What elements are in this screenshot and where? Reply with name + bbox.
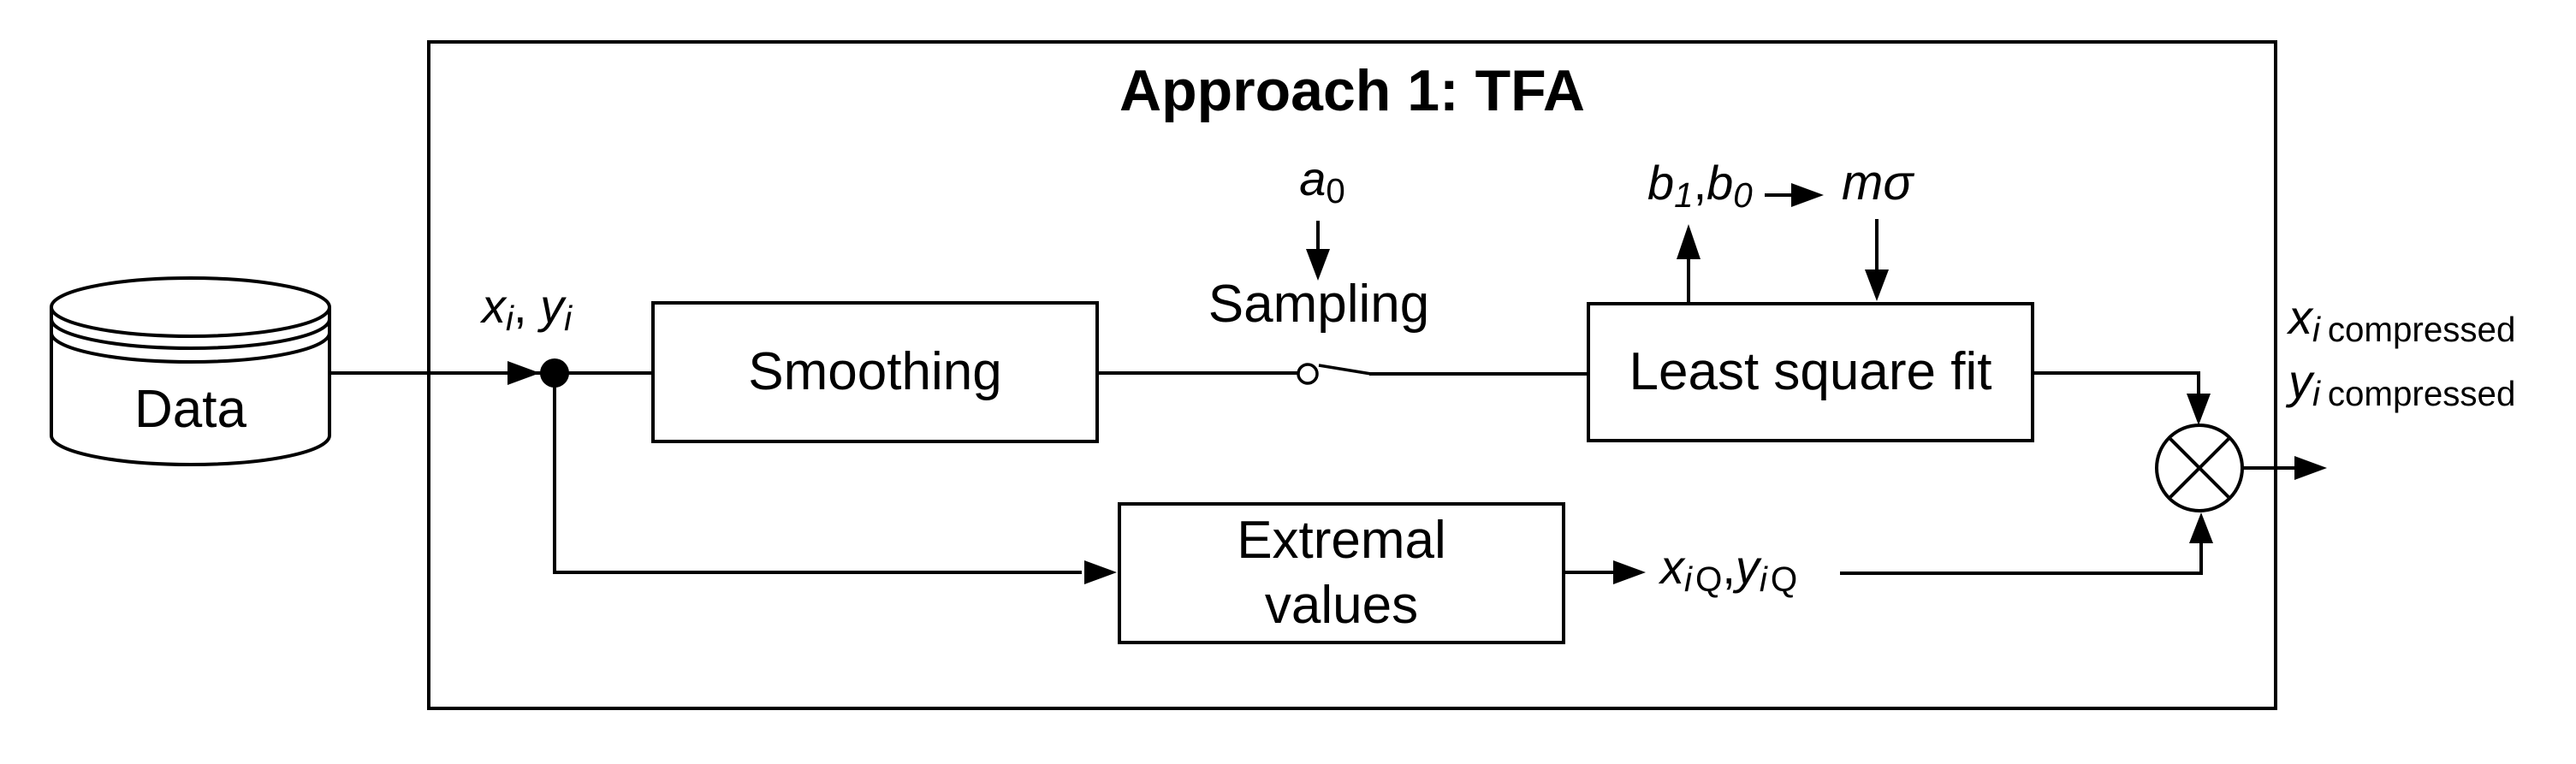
smoothing-label: Smoothing bbox=[748, 342, 1002, 402]
input-pair-label: xi, yi bbox=[482, 279, 573, 338]
arrowheads bbox=[507, 183, 2327, 584]
cylinder-disk-line-1 bbox=[50, 318, 331, 350]
output-y-sub-i: i bbox=[2312, 373, 2320, 413]
input-comma: , bbox=[513, 279, 541, 333]
q-x-sub-q: Q bbox=[1695, 559, 1723, 599]
cylinder-body bbox=[50, 307, 331, 466]
q-comma: , bbox=[1722, 540, 1736, 594]
switch-lever-line bbox=[1318, 364, 1372, 376]
sampling-switch-contact bbox=[1297, 363, 1319, 385]
output-x-sub-i: i bbox=[2312, 309, 2320, 349]
a0-var: a bbox=[1299, 151, 1327, 205]
flow-lines bbox=[329, 193, 2294, 575]
database-label: Data bbox=[134, 380, 246, 439]
input-x-var: x bbox=[482, 279, 506, 333]
arrowhead-final-output bbox=[2294, 456, 2327, 480]
extremal-line2: values bbox=[1264, 576, 1419, 635]
output-y-var: y bbox=[2288, 354, 2312, 408]
q-x-var: x bbox=[1660, 540, 1684, 594]
fit-threshold-label: mσ bbox=[1842, 158, 1913, 208]
b1-var: b bbox=[1647, 156, 1675, 210]
arrowhead-a0-down bbox=[1306, 249, 1330, 281]
arrowhead-extremal-out bbox=[1613, 560, 1646, 584]
arrowhead-into-junction bbox=[507, 361, 540, 385]
q-pair-label: xiQ,yiQ bbox=[1660, 540, 1798, 599]
q-y-sub-q: Q bbox=[1770, 559, 1798, 599]
database-cylinder-icon bbox=[50, 276, 331, 466]
input-y-sub: i bbox=[564, 298, 573, 338]
a0-sub: 0 bbox=[1326, 170, 1345, 210]
line-lsf-to-multiplier bbox=[2033, 371, 2200, 394]
arrowhead-q-into-multiplier bbox=[2189, 512, 2213, 543]
q-x-sub-i: i bbox=[1684, 559, 1692, 599]
q-y-var: y bbox=[1735, 540, 1760, 594]
junction-dot bbox=[540, 358, 569, 388]
smoothing-box: Smoothing bbox=[651, 301, 1099, 443]
b0-var: b bbox=[1706, 156, 1734, 210]
output-x-sub-word: compressed bbox=[2327, 309, 2516, 349]
least-square-fit-label: Least square fit bbox=[1629, 342, 1992, 402]
least-square-fit-box: Least square fit bbox=[1587, 302, 2034, 442]
arrowhead-b-coeffs-up bbox=[1677, 224, 1701, 259]
coeffs-comma: , bbox=[1693, 156, 1707, 210]
line-qlabel-to-multiplier bbox=[1840, 542, 2203, 575]
output-x-var: x bbox=[2288, 290, 2312, 344]
extremal-line1: Extremal bbox=[1237, 511, 1446, 571]
b0-sub: 0 bbox=[1733, 175, 1753, 215]
output-y-sub-word: compressed bbox=[2327, 373, 2516, 413]
cylinder-disk-line-2 bbox=[50, 332, 331, 364]
q-y-sub-i: i bbox=[1759, 559, 1767, 599]
sampling-param-label: a0 bbox=[1237, 155, 1408, 210]
multiplier-circle-icon bbox=[2155, 423, 2244, 512]
fit-coeffs-label: b1,b0 bbox=[1647, 156, 1753, 215]
arrowhead-into-extremal bbox=[1084, 560, 1117, 584]
msigma-value: mσ bbox=[1842, 155, 1914, 210]
line-junction-to-extremal bbox=[553, 373, 1082, 574]
sampling-label: Sampling bbox=[1208, 275, 1430, 334]
arrowhead-msigma-down bbox=[1865, 269, 1889, 301]
input-x-sub: i bbox=[506, 298, 513, 338]
arrowhead-coeffs-to-msigma bbox=[1791, 183, 1824, 207]
multiplier-cross bbox=[2169, 437, 2230, 499]
diagram-title: Approach 1: TFA bbox=[1119, 58, 1586, 123]
tfa-boundary-box bbox=[427, 40, 2277, 710]
input-y-var: y bbox=[540, 279, 565, 333]
b1-sub: 1 bbox=[1674, 175, 1694, 215]
cylinder-top-ellipse bbox=[50, 276, 331, 338]
arrowhead-lsf-into-multiplier bbox=[2187, 394, 2211, 425]
